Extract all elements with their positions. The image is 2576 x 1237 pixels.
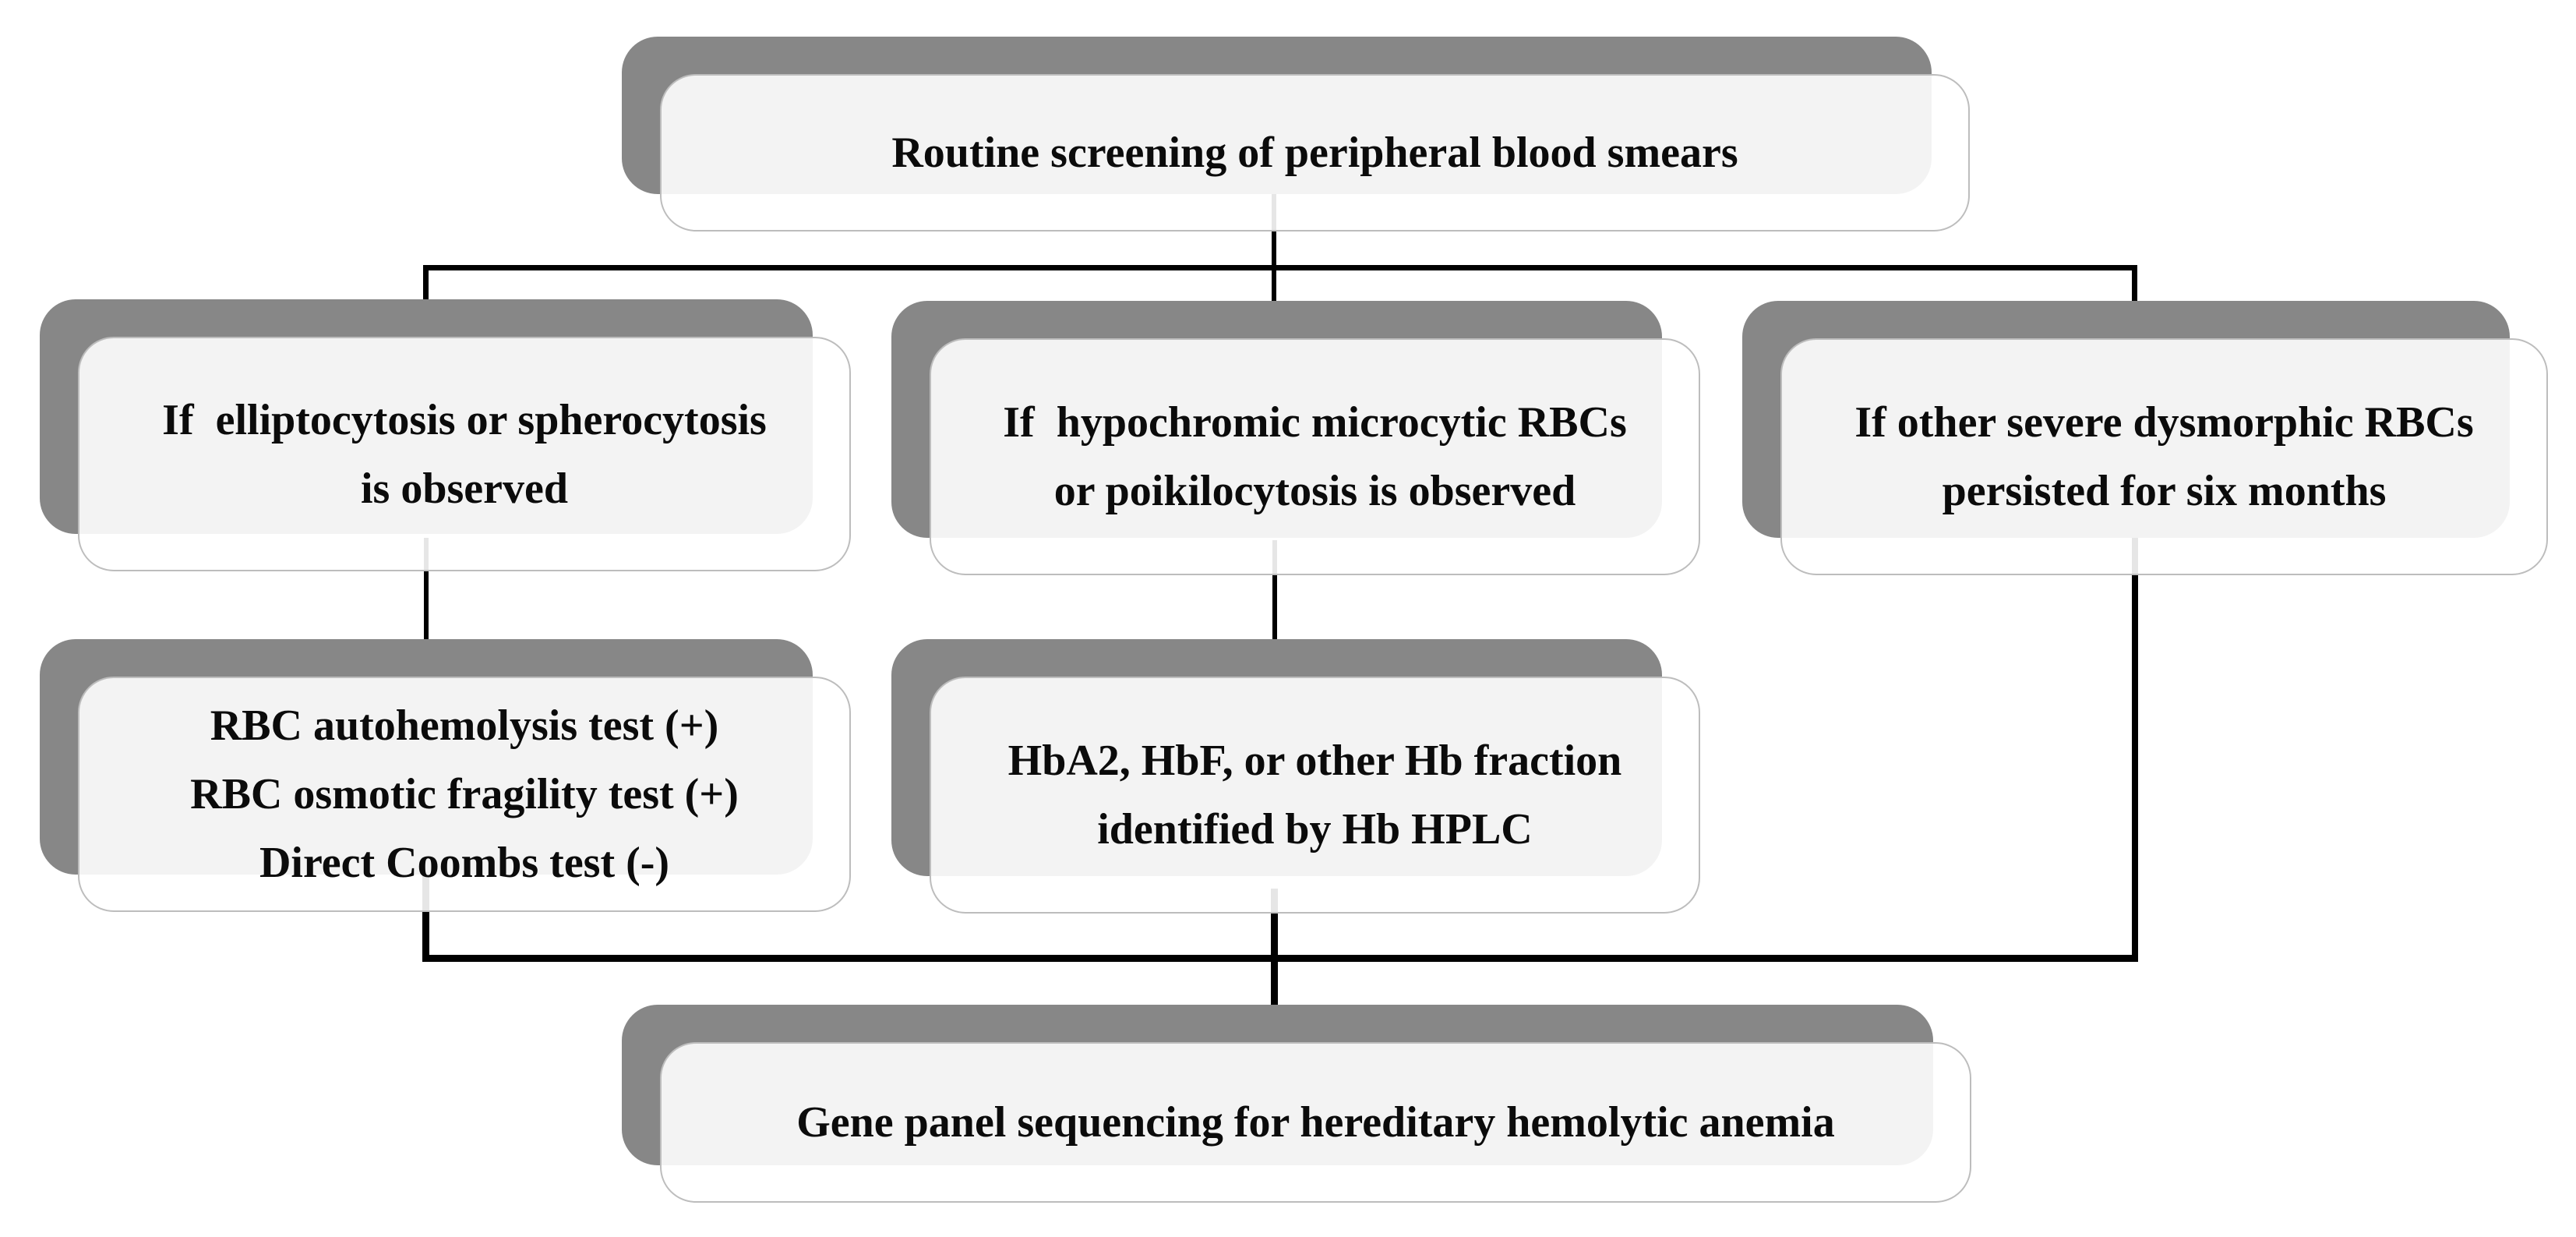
node-routine-screening-label: Routine screening of peripheral blood sm… [891, 129, 1738, 177]
connector-dysmorphic-long-vertical [2132, 536, 2138, 962]
node-dysmorphic-branch-label: If other severe dysmorphic RBCs persiste… [1854, 398, 2474, 515]
node-gene-panel-sequencing: Gene panel sequencing for hereditary hem… [660, 1042, 1971, 1203]
node-gene-panel-sequencing-label: Gene panel sequencing for hereditary hem… [796, 1098, 1835, 1147]
connector-top-bus-right-drop [2132, 265, 2137, 308]
node-routine-screening: Routine screening of peripheral blood sm… [660, 74, 1970, 231]
node-elliptocytosis-branch-label: If elliptocytosis or spherocytosis is ob… [162, 395, 767, 513]
node-hb-hplc: HbA2, HbF, or other Hb fraction identifi… [930, 677, 1700, 914]
node-elliptocytosis-branch: If elliptocytosis or spherocytosis is ob… [78, 337, 851, 571]
connector-tests-rbc-down [422, 871, 429, 962]
connector-hypochromic-to-tests [1272, 540, 1277, 647]
node-hypochromic-branch: If hypochromic microcytic RBCs or poikil… [930, 338, 1700, 575]
connector-bottom-bus-horizontal [422, 955, 2138, 962]
node-hb-hplc-label: HbA2, HbF, or other Hb fraction identifi… [1007, 737, 1622, 854]
connector-top-bus-horizontal [423, 265, 2137, 270]
connector-elliptocytosis-to-tests [424, 538, 429, 647]
connector-top-bus-left-drop [423, 265, 429, 308]
node-dysmorphic-branch: If other severe dysmorphic RBCs persiste… [1780, 338, 2548, 575]
node-rbc-tests-label: RBC autohemolysis test (+) RBC osmotic f… [190, 702, 739, 887]
node-hypochromic-branch-label: If hypochromic microcytic RBCs or poikil… [1003, 398, 1627, 515]
node-rbc-tests: RBC autohemolysis test (+) RBC osmotic f… [78, 677, 851, 912]
connector-tests-hb-to-result [1271, 889, 1278, 1015]
